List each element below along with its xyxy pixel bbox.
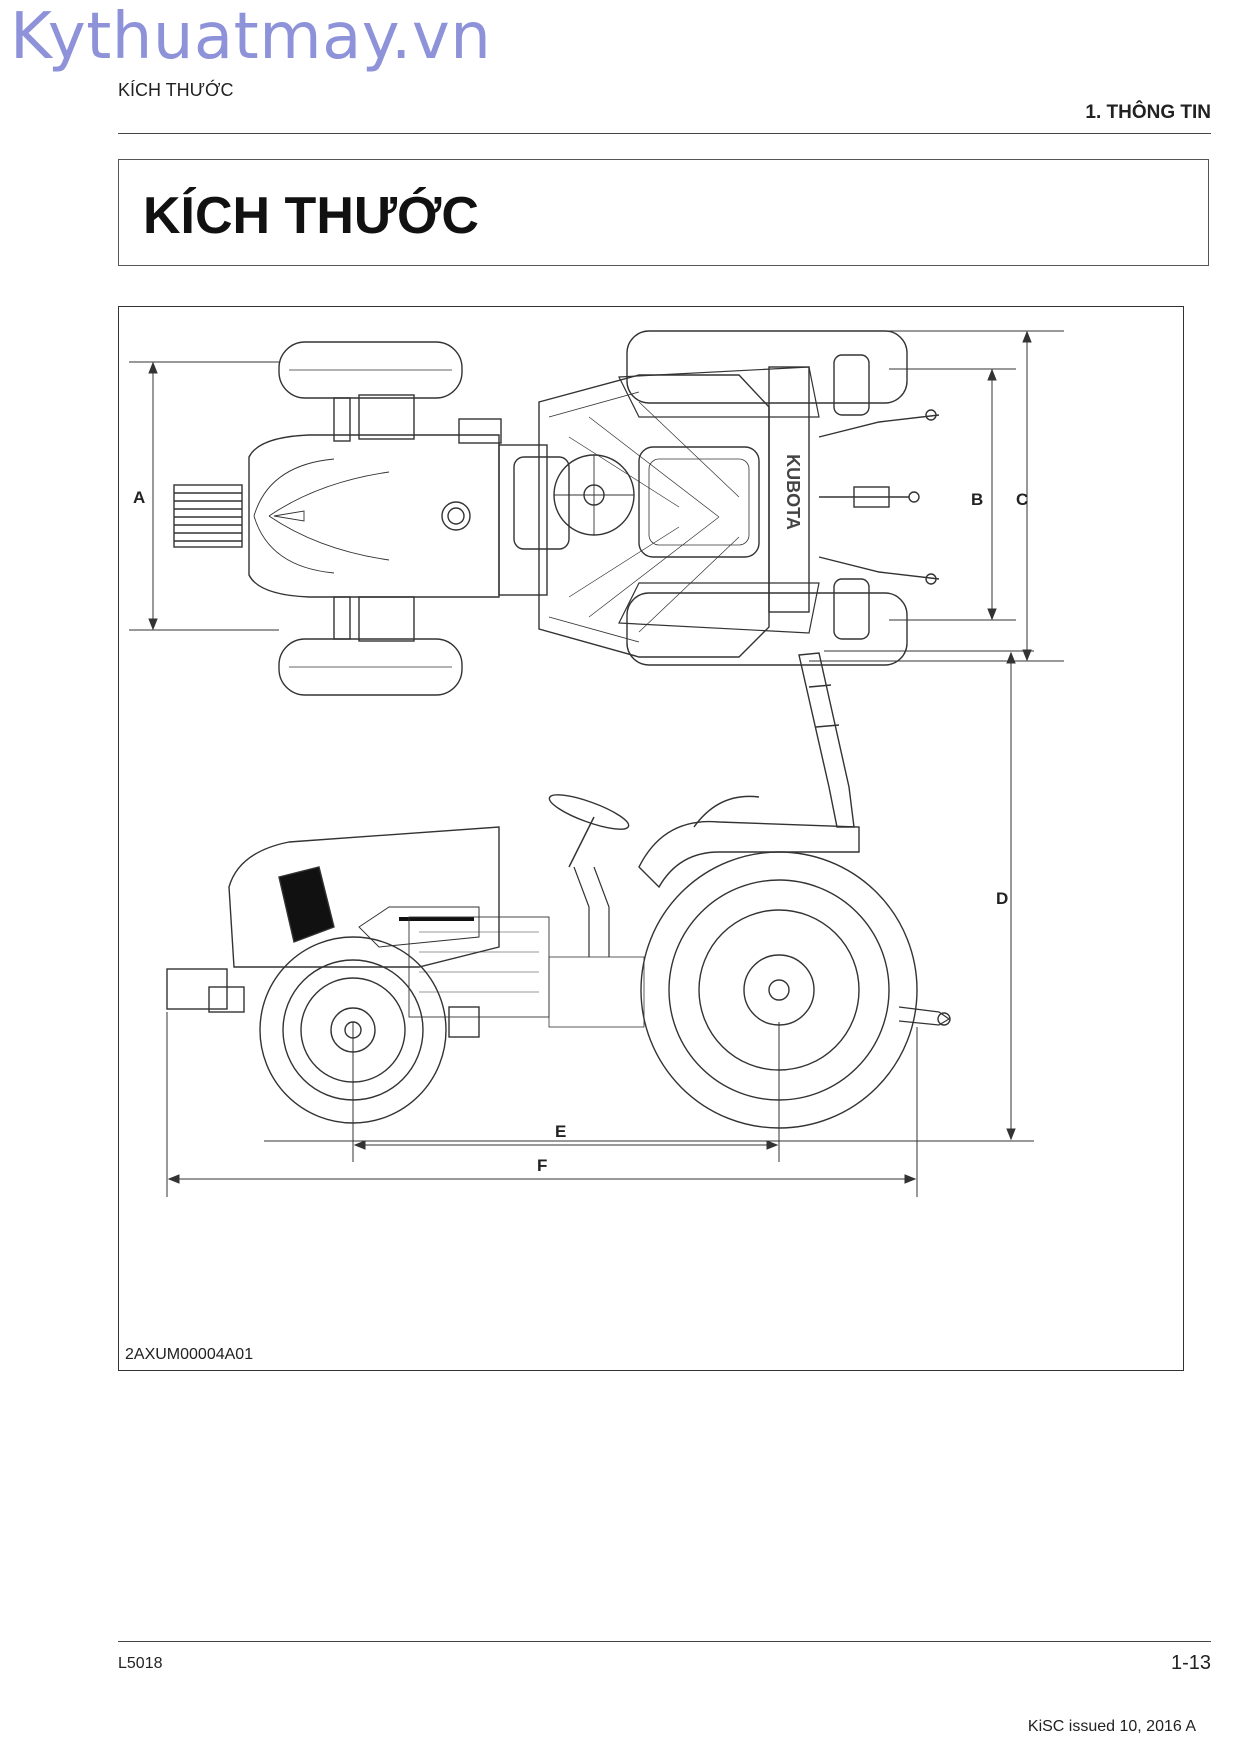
brand-text-top: KUBOTA (783, 454, 803, 530)
rear-fender-side (638, 820, 860, 889)
dimension-E (352, 1022, 780, 1162)
dimension-F (166, 1012, 918, 1197)
rear-wheel-right (626, 592, 908, 666)
dimension-figure: KUBOTA A (118, 306, 1184, 1371)
header-section-title: KÍCH THƯỚC (118, 80, 234, 100)
rops-side (798, 652, 855, 828)
site-watermark: Kythuatmay.vn (10, 0, 492, 74)
page-title: KÍCH THƯỚC (143, 187, 479, 245)
dimension-B (889, 368, 1016, 621)
page-title-box: KÍCH THƯỚC (118, 159, 1209, 266)
hood-side (228, 826, 500, 968)
side-view: D E F (166, 650, 1034, 1197)
header-chapter-title: 1. THÔNG TIN (1085, 102, 1211, 123)
front-wheel-right (278, 638, 463, 696)
seat-top (638, 446, 760, 558)
front-weights (173, 484, 243, 548)
hood-top (248, 434, 500, 598)
dimension-label-B: B (971, 490, 983, 509)
footer-issue: KiSC issued 10, 2016 A (1027, 1718, 1196, 1735)
dimension-label-D: D (996, 889, 1008, 908)
platform-guard (538, 374, 770, 658)
dimension-label-E: E (555, 1122, 566, 1141)
dimension-label-F: F (537, 1156, 547, 1175)
rear-wheel-left (626, 330, 908, 404)
dimension-D (824, 650, 1034, 1141)
footer-model: L5018 (118, 1655, 163, 1672)
figure-code: 2AXUM00004A01 (125, 1346, 254, 1363)
footer-page-number: 1-13 (1170, 1652, 1211, 1674)
three-point-hitch-top (818, 409, 940, 585)
dimension-C (809, 330, 1064, 662)
dimension-label-C: C (1016, 490, 1028, 509)
dimension-A (129, 361, 279, 631)
rops-top (768, 366, 810, 613)
dimension-label-A: A (133, 488, 145, 507)
front-wheel-left (278, 341, 463, 399)
tractor-drawing: KUBOTA A (129, 330, 1064, 1197)
header-divider (118, 133, 1211, 134)
top-view: KUBOTA A (129, 330, 1064, 696)
steering-wheel-side (548, 794, 630, 830)
footer-divider (118, 1641, 1211, 1642)
